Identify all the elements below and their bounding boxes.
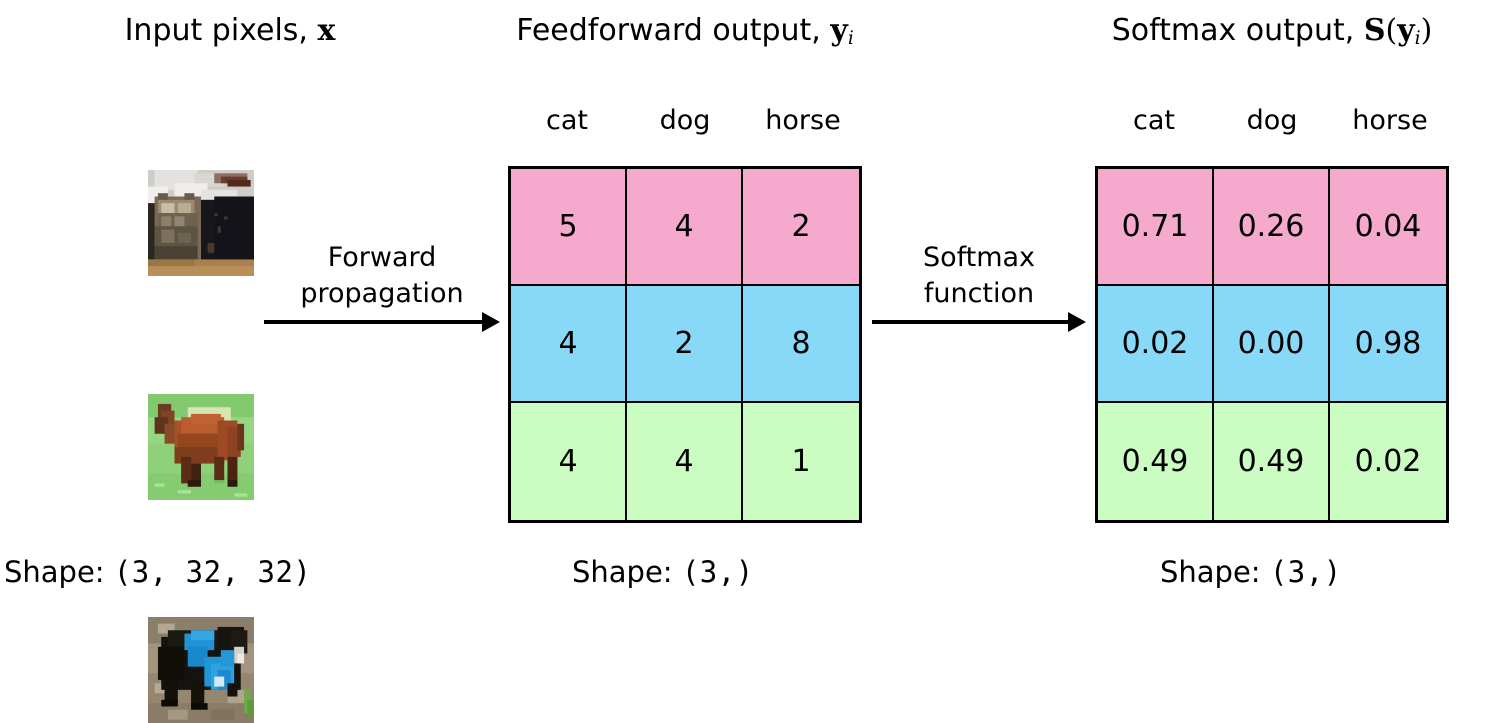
column-header-cat: cat	[546, 105, 588, 136]
input-pixels-title-text: Input pixels,	[124, 13, 308, 48]
softmax-output-title-text: Softmax output,	[1111, 13, 1355, 48]
middle-shape-value: (3,)	[681, 555, 754, 589]
softmax-cell-cat-row2: 0.02	[1098, 286, 1214, 403]
feedforward-output-subscript-i: i	[847, 28, 854, 50]
column-header-horse: horse	[1352, 105, 1428, 136]
cat-thumbnail-image	[148, 170, 254, 276]
softmax-output-symbol-y: y	[1397, 13, 1415, 48]
column-header-cat: cat	[1133, 105, 1175, 136]
forward-propagation-label-line2: propagation	[300, 278, 464, 309]
logit-cell-cat-row2: 4	[511, 286, 627, 403]
middle-shape-caption: Shape: (3,)	[572, 556, 754, 589]
softmax-cell-cat-row1: 0.71	[1098, 169, 1214, 286]
softmax-output-table: 0.71 0.26 0.04 0.02 0.00 0.98 0.49 0.49 …	[1095, 166, 1449, 523]
logit-cell-dog-row3: 4	[627, 403, 743, 520]
softmax-function-label-line1: Softmax	[922, 242, 1036, 273]
right-shape-prefix: Shape:	[1160, 555, 1261, 589]
softmax-function-label-line2: function	[923, 278, 1035, 309]
feedforward-column-headers: cat dog horse	[508, 106, 862, 136]
softmax-cell-dog-row3: 0.49	[1214, 403, 1330, 520]
softmax-cell-dog-row1: 0.26	[1214, 169, 1330, 286]
softmax-cell-horse-row3: 0.02	[1330, 403, 1446, 520]
forward-propagation-label-line1: Forward	[327, 242, 437, 273]
logit-cell-cat-row3: 4	[511, 403, 627, 520]
softmax-cell-dog-row2: 0.00	[1214, 286, 1330, 403]
left-shape-prefix: Shape:	[4, 555, 105, 589]
softmax-cell-horse-row2: 0.98	[1330, 286, 1446, 403]
softmax-output-subscript-i: i	[1414, 28, 1421, 50]
cat-thumbnail	[148, 170, 254, 276]
forward-propagation-arrow-shape	[264, 312, 500, 332]
softmax-cell-horse-row1: 0.04	[1330, 169, 1446, 286]
column-header-horse: horse	[765, 105, 841, 136]
horse-thumbnail	[148, 394, 254, 500]
softmax-function-arrow-shape	[872, 312, 1086, 332]
feedforward-output-table: 5 4 2 4 2 8 4 4 1	[508, 166, 862, 523]
feedforward-output-title-text: Feedforward output,	[516, 13, 821, 48]
right-shape-value: (3,)	[1269, 555, 1342, 589]
logit-cell-cat-row1: 5	[511, 169, 627, 286]
softmax-cell-cat-row3: 0.49	[1098, 403, 1214, 520]
softmax-output-paren-close: )	[1420, 13, 1433, 48]
softmax-function-arrow: Softmax function	[872, 240, 1086, 332]
softmax-output-title: Softmax output, S(yi)	[1082, 14, 1462, 56]
forward-propagation-arrow: Forward propagation	[264, 240, 500, 332]
middle-shape-prefix: Shape:	[572, 555, 673, 589]
logit-cell-dog-row1: 4	[627, 169, 743, 286]
softmax-output-paren-open: (	[1385, 13, 1398, 48]
column-header-dog: dog	[659, 105, 711, 136]
arrow-shaft	[872, 320, 1072, 324]
logit-cell-dog-row2: 2	[627, 286, 743, 403]
dog-thumbnail	[148, 617, 254, 723]
feedforward-output-title: Feedforward output, yi	[495, 14, 875, 56]
input-pixels-title: Input pixels, x	[40, 14, 420, 48]
right-shape-caption: Shape: (3,)	[1160, 556, 1342, 589]
dog-thumbnail-image	[148, 617, 254, 723]
logit-cell-horse-row1: 2	[743, 169, 859, 286]
arrow-head	[1068, 312, 1086, 332]
horse-thumbnail-image	[148, 394, 254, 500]
left-shape-value: (3, 32, 32)	[113, 555, 312, 589]
feedforward-output-symbol-y: y	[830, 13, 848, 48]
softmax-output-symbol-s: S	[1363, 13, 1386, 48]
input-pixels-symbol-x: x	[317, 13, 336, 48]
arrow-head	[482, 312, 500, 332]
column-header-dog: dog	[1246, 105, 1298, 136]
left-shape-caption: Shape: (3, 32, 32)	[4, 556, 311, 589]
softmax-column-headers: cat dog horse	[1095, 106, 1449, 136]
logit-cell-horse-row3: 1	[743, 403, 859, 520]
arrow-shaft	[264, 320, 486, 324]
logit-cell-horse-row2: 8	[743, 286, 859, 403]
